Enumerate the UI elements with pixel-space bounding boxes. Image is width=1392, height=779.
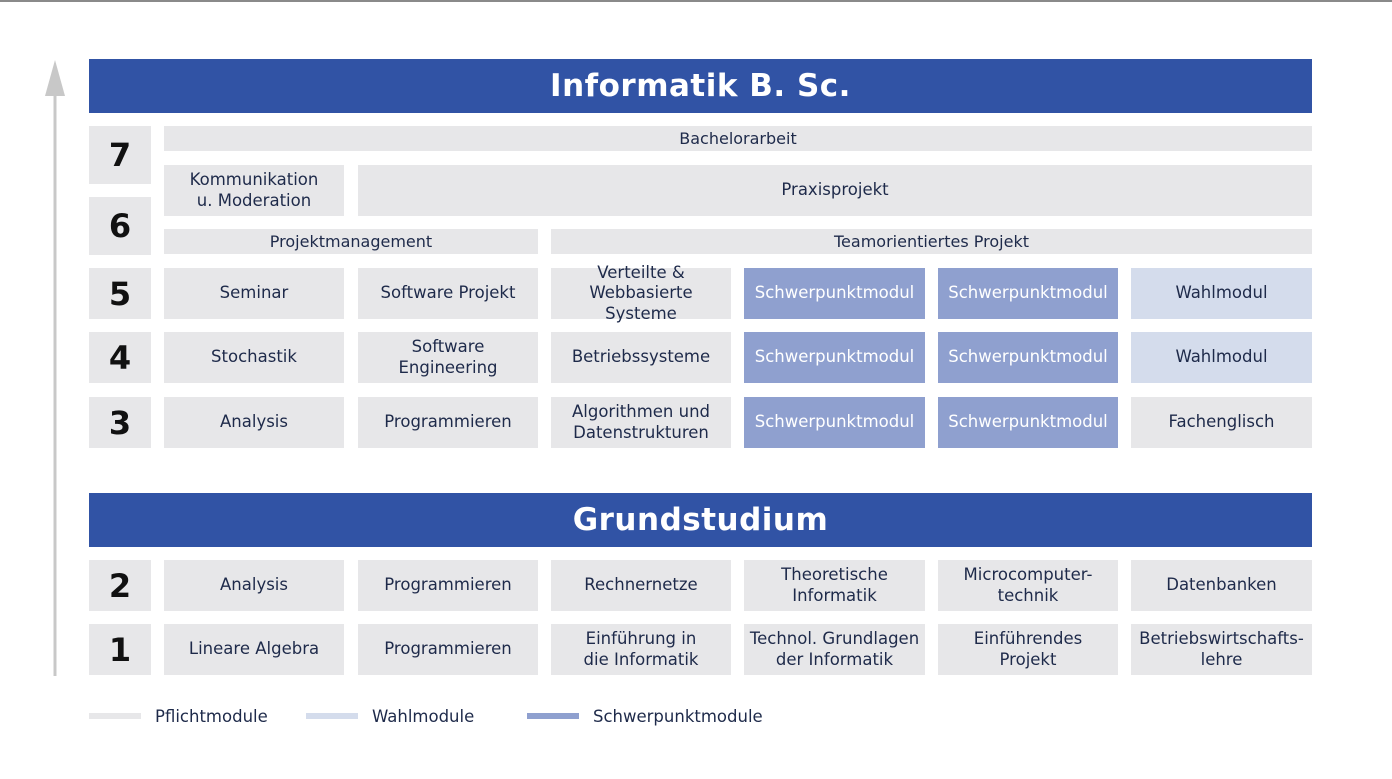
module-cell: Analysis — [164, 397, 344, 448]
module-cell: Software Projekt — [358, 268, 538, 319]
module-cell: Programmieren — [358, 397, 538, 448]
module-cell: Betriebswirtschafts- lehre — [1131, 624, 1312, 675]
module-cell: Programmieren — [358, 560, 538, 611]
legend-swatch-pflicht — [89, 713, 141, 719]
semester-2: 2 — [89, 560, 151, 611]
module-cell-wahl: Wahlmodul — [1131, 268, 1312, 319]
module-cell: Einführung in die Informatik — [551, 624, 731, 675]
module-cell: Betriebssysteme — [551, 332, 731, 383]
module-cell-schwerpunkt: Schwerpunktmodul — [744, 332, 925, 383]
grundstudium-title: Grundstudium — [89, 493, 1312, 547]
module-praxisprojekt: Praxisprojekt — [358, 165, 1312, 216]
module-bachelorarbeit: Bachelorarbeit — [164, 126, 1312, 151]
module-cell: Rechnernetze — [551, 560, 731, 611]
semester-6: 6 — [89, 197, 151, 255]
legend-label-pflicht: Pflichtmodule — [155, 706, 268, 726]
module-cell: Einführendes Projekt — [938, 624, 1118, 675]
module-cell: Fachenglisch — [1131, 397, 1312, 448]
legend-swatch-wahl — [306, 713, 358, 719]
module-cell: Lineare Algebra — [164, 624, 344, 675]
module-cell-schwerpunkt: Schwerpunktmodul — [744, 397, 925, 448]
semester-3: 3 — [89, 397, 151, 448]
module-cell: Seminar — [164, 268, 344, 319]
legend-label-schwerpunkt: Schwerpunktmodule — [593, 706, 763, 726]
progression-arrow — [45, 60, 65, 676]
module-cell: Datenbanken — [1131, 560, 1312, 611]
module-cell: Stochastik — [164, 332, 344, 383]
top-border-line — [0, 0, 1392, 2]
module-cell: Programmieren — [358, 624, 538, 675]
module-cell-schwerpunkt: Schwerpunktmodul — [938, 268, 1118, 319]
program-title: Informatik B. Sc. — [89, 59, 1312, 113]
semester-5: 5 — [89, 268, 151, 319]
legend-wahl: Wahlmodule — [306, 704, 474, 728]
module-cell-schwerpunkt: Schwerpunktmodul — [744, 268, 925, 319]
module-teamprojekt: Teamorientiertes Projekt — [551, 229, 1312, 254]
module-kommunikation: Kommunikation u. Moderation — [164, 165, 344, 216]
legend-swatch-schwerpunkt — [527, 713, 579, 719]
module-cell: Verteilte & Webbasierte Systeme — [551, 263, 731, 323]
semester-7: 7 — [89, 126, 151, 184]
module-cell: Microcomputer- technik — [938, 560, 1118, 611]
module-projektmanagement: Projektmanagement — [164, 229, 538, 254]
module-cell-schwerpunkt: Schwerpunktmodul — [938, 332, 1118, 383]
module-cell: Software Engineering — [358, 332, 538, 383]
legend-schwerpunkt: Schwerpunktmodule — [527, 704, 763, 728]
legend-label-wahl: Wahlmodule — [372, 706, 475, 726]
module-cell-wahl: Wahlmodul — [1131, 332, 1312, 383]
module-cell-schwerpunkt: Schwerpunktmodul — [938, 397, 1118, 448]
module-cell: Algorithmen und Datenstrukturen — [551, 397, 731, 448]
semester-1: 1 — [89, 624, 151, 675]
module-cell: Theoretische Informatik — [744, 560, 925, 611]
module-cell: Technol. Grundlagen der Informatik — [744, 624, 925, 675]
module-cell: Analysis — [164, 560, 344, 611]
semester-4: 4 — [89, 332, 151, 383]
legend-pflicht: Pflichtmodule — [89, 704, 268, 728]
